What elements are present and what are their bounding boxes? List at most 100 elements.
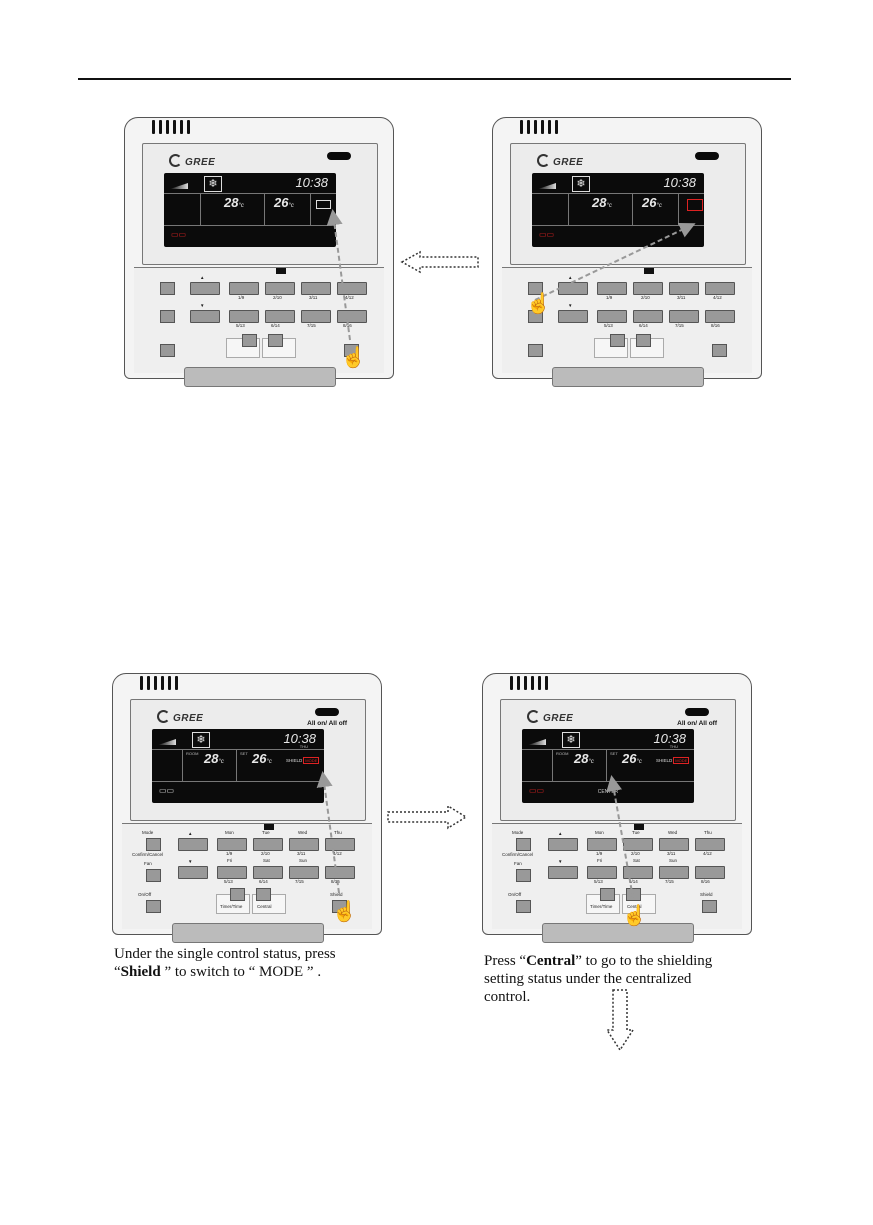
- day-key-3[interactable]: [301, 282, 331, 295]
- day-key-7[interactable]: [301, 310, 331, 323]
- day-key-5[interactable]: [229, 310, 259, 323]
- fan-key[interactable]: [516, 869, 531, 882]
- day-key-8[interactable]: [705, 310, 735, 323]
- timer-key[interactable]: [230, 888, 245, 901]
- day-key-2[interactable]: [633, 282, 663, 295]
- day-key-7[interactable]: [669, 310, 699, 323]
- onoff-key[interactable]: [516, 900, 531, 913]
- day-key-2[interactable]: [265, 282, 295, 295]
- hand-icon: ☝: [526, 291, 551, 315]
- day-key-6[interactable]: [265, 310, 295, 323]
- shield-key[interactable]: [332, 900, 347, 913]
- fan-key[interactable]: [160, 310, 175, 323]
- day-key-1[interactable]: [217, 838, 247, 851]
- press-path-arrow: [316, 771, 340, 894]
- vent-grille: [152, 120, 194, 139]
- onoff-key[interactable]: [528, 344, 543, 357]
- day-key-8[interactable]: [325, 866, 355, 879]
- onoff-key[interactable]: [146, 900, 161, 913]
- shield-key[interactable]: [702, 900, 717, 913]
- all-on-label: All on/ All off: [307, 720, 347, 727]
- right-hollow-arrow: [387, 804, 468, 830]
- central-key[interactable]: [636, 334, 651, 347]
- shield-indicator-box: [316, 200, 331, 209]
- book-icon: ▭▭: [171, 230, 187, 239]
- hand-icon: ☝: [332, 899, 357, 923]
- snowflake-icon: ❄: [572, 176, 590, 192]
- press-path-arrow: [326, 209, 351, 341]
- mode-key[interactable]: [528, 282, 543, 295]
- mode-key[interactable]: [516, 838, 531, 851]
- central-key[interactable]: [256, 888, 271, 901]
- keypad: ▲ ▼ 1/9 2/10 3/11 4/12 5/13 6/14 7/15 8/…: [134, 267, 384, 373]
- display-face: GREE ❄ 10:38 28°c 26°c ▭▭: [142, 143, 378, 265]
- snowflake-icon: ❄: [562, 732, 580, 748]
- up-key[interactable]: [548, 838, 578, 851]
- controller-stand: [184, 367, 336, 387]
- shield-key[interactable]: [344, 344, 359, 357]
- onoff-key[interactable]: [160, 344, 175, 357]
- caption-left: Under the single control status, press “…: [114, 946, 336, 980]
- day-key-5[interactable]: [587, 866, 617, 879]
- down-key[interactable]: [190, 310, 220, 323]
- up-key[interactable]: [190, 282, 220, 295]
- hand-icon: ☝: [341, 345, 366, 369]
- hand-icon: ☝: [622, 903, 647, 927]
- day-key-4[interactable]: [695, 838, 725, 851]
- down-key[interactable]: [548, 866, 578, 879]
- fan-key[interactable]: [146, 869, 161, 882]
- timer-key[interactable]: [610, 334, 625, 347]
- lcd-clock: 10:38: [295, 175, 328, 190]
- brand-logo: GREE: [169, 154, 215, 168]
- day-key-6[interactable]: [633, 310, 663, 323]
- timer-key[interactable]: [600, 888, 615, 901]
- day-key-3[interactable]: [659, 838, 689, 851]
- fan-key[interactable]: [528, 310, 543, 323]
- mode-key[interactable]: [160, 282, 175, 295]
- power-led: [327, 152, 351, 160]
- press-path-arrow: [606, 775, 634, 899]
- up-key[interactable]: [178, 838, 208, 851]
- snowflake-icon: ❄: [192, 732, 210, 748]
- controller-panel-4: GREE All on/ All off ❄ 10:38 THU ROOM SE…: [482, 673, 752, 945]
- day-key-2[interactable]: [253, 838, 283, 851]
- down-key[interactable]: [558, 310, 588, 323]
- day-key-1[interactable]: [597, 282, 627, 295]
- day-key-4[interactable]: [705, 282, 735, 295]
- day-key-6[interactable]: [623, 866, 653, 879]
- day-key-7[interactable]: [659, 866, 689, 879]
- lcd-screen: ❄ 10:38 28°c 26°c ▭▭: [164, 173, 336, 247]
- day-key-3[interactable]: [289, 838, 319, 851]
- lcd-screen: ❄ 10:38 28°c 26°c ▭▭: [532, 173, 704, 247]
- day-key-1[interactable]: [587, 838, 617, 851]
- day-key-7[interactable]: [289, 866, 319, 879]
- day-key-6[interactable]: [253, 866, 283, 879]
- set-temp: 26°c: [274, 195, 294, 210]
- header-rule: [78, 78, 791, 80]
- day-key-1[interactable]: [229, 282, 259, 295]
- day-key-5[interactable]: [217, 866, 247, 879]
- controller-panel-3: GREE All on/ All off ❄ 10:38 THU ROOM SE…: [112, 673, 382, 945]
- shield-key[interactable]: [712, 344, 727, 357]
- day-key-5[interactable]: [597, 310, 627, 323]
- central-key[interactable]: [626, 888, 641, 901]
- down-hollow-arrow: [605, 989, 635, 1052]
- controller-panel-2: GREE ❄ 10:38 28°c 26°c ▭▭ ▲ ▼ 1/9 2/10 3…: [492, 117, 762, 389]
- mode-key[interactable]: [146, 838, 161, 851]
- snowflake-icon: ❄: [204, 176, 222, 192]
- day-key-3[interactable]: [669, 282, 699, 295]
- down-key[interactable]: [178, 866, 208, 879]
- day-key-2[interactable]: [623, 838, 653, 851]
- day-key-8[interactable]: [337, 310, 367, 323]
- timer-key[interactable]: [242, 334, 257, 347]
- left-hollow-arrow: [400, 250, 479, 274]
- caption-right: Press “Central” to go to the shielding s…: [484, 953, 713, 1005]
- shield-indicator-red: [687, 199, 703, 211]
- signal-icon: [170, 183, 188, 189]
- press-path-arrow: [534, 222, 696, 301]
- central-key[interactable]: [268, 334, 283, 347]
- day-key-8[interactable]: [695, 866, 725, 879]
